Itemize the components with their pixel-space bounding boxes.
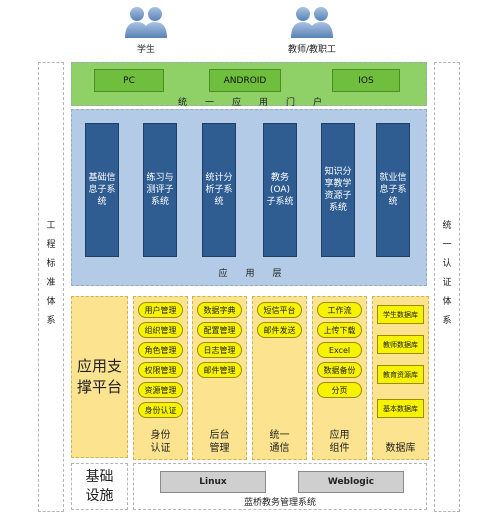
support-platform-label: 应用支撑平台 — [77, 357, 123, 396]
engineering-standard-panel: 工 程 标 准 体 系 — [38, 62, 64, 512]
subsystem-basic-info[interactable]: 基础信息子系统 — [85, 123, 119, 257]
basic-db-item[interactable]: 基本数据库 — [377, 399, 424, 418]
linux-button[interactable]: Linux — [160, 471, 266, 493]
left-char: 系 — [46, 316, 56, 326]
support-platform-panel: 应用支撑平台 — [71, 296, 128, 458]
workflow-item[interactable]: 工作流 — [317, 302, 362, 318]
upload-download-item[interactable]: 上传下载 — [317, 322, 362, 338]
excel-item[interactable]: Excel — [317, 342, 362, 358]
identity-auth-column: 用户管理 组织管理 角色管理 权限管理 资源管理 身份认证 身份认证 — [133, 296, 188, 460]
org-management-item[interactable]: 组织管理 — [138, 322, 183, 338]
left-char: 体 — [46, 297, 56, 307]
subsystem-practice-eval[interactable]: 练习与测评子系统 — [143, 123, 177, 257]
unified-comm-column: 短信平台 邮件发送 统一通信 — [252, 296, 307, 460]
weblogic-button[interactable]: Weblogic — [298, 471, 404, 493]
unified-comm-label: 统一通信 — [269, 430, 290, 454]
database-column: 学生数据库 教师数据库 教育资源库 基本数据库 数据库 — [372, 296, 429, 460]
right-char: 统 — [442, 221, 452, 231]
right-char: 一 — [442, 240, 452, 250]
permission-management-item[interactable]: 权限管理 — [138, 362, 183, 378]
subsystem-knowledge-share[interactable]: 知识分享教学资源子系统 — [321, 123, 355, 257]
database-label: 数据库 — [385, 443, 416, 454]
role-management-item[interactable]: 角色管理 — [138, 342, 183, 358]
app-components-column: 工作流 上传下载 Excel 数据备份 分页 应用组件 — [312, 296, 367, 460]
left-char: 准 — [46, 278, 56, 288]
left-char: 程 — [46, 240, 56, 250]
teacher-db-item[interactable]: 教师数据库 — [377, 335, 424, 354]
sms-platform-item[interactable]: 短信平台 — [257, 302, 302, 318]
mail-send-item[interactable]: 邮件发送 — [257, 322, 302, 338]
user-management-item[interactable]: 用户管理 — [138, 302, 183, 318]
subsystem-employment[interactable]: 就业信息子系统 — [376, 123, 410, 257]
subsystem-statistics[interactable]: 统计分析子系统 — [202, 123, 236, 257]
android-button[interactable]: ANDROID — [209, 69, 281, 92]
resource-management-item[interactable]: 资源管理 — [138, 382, 183, 398]
right-char: 系 — [442, 316, 452, 326]
mail-management-item[interactable]: 邮件管理 — [197, 362, 242, 378]
infra-label-panel: 基础设施 — [71, 463, 128, 510]
teacher-users-icon — [290, 5, 334, 39]
log-management-item[interactable]: 日志管理 — [197, 342, 242, 358]
student-label: 学生 — [136, 45, 155, 55]
app-components-label: 应用组件 — [329, 430, 350, 454]
left-char: 工 — [46, 221, 56, 231]
data-backup-item[interactable]: 数据备份 — [317, 362, 362, 378]
pc-button[interactable]: PC — [94, 69, 164, 92]
student-users-icon — [124, 5, 168, 39]
right-char: 体 — [442, 297, 452, 307]
application-layer-label: 应用层 — [218, 269, 300, 279]
portal-panel: PC ANDROID IOS 统一应用门户 — [71, 62, 427, 108]
identity-auth-label: 身份认证 — [150, 430, 171, 454]
left-char: 标 — [46, 259, 56, 269]
backend-management-label: 后台管理 — [209, 430, 230, 454]
pagination-item[interactable]: 分页 — [317, 382, 362, 398]
right-char: 认 — [442, 259, 452, 269]
config-management-item[interactable]: 配置管理 — [197, 322, 242, 338]
subsystem-academic-oa[interactable]: 教务(OA)子系统 — [263, 123, 297, 257]
student-db-item[interactable]: 学生数据库 — [377, 305, 424, 324]
backend-management-column: 数据字典 配置管理 日志管理 邮件管理 后台管理 — [192, 296, 247, 460]
data-dictionary-item[interactable]: 数据字典 — [197, 302, 242, 318]
application-layer: 基础信息子系统 练习与测评子系统 统计分析子系统 教务(OA)子系统 知识分享教… — [71, 109, 427, 286]
unified-auth-panel: 统 一 认 证 体 系 — [434, 62, 460, 512]
ios-button[interactable]: IOS — [332, 69, 400, 92]
portal-label: 统一应用门户 — [177, 98, 340, 108]
right-char: 证 — [442, 278, 452, 288]
edu-resource-db-item[interactable]: 教育资源库 — [377, 365, 424, 384]
infra-label: 基础设施 — [85, 468, 114, 504]
infra-system-panel: Linux Weblogic 蓝桥教务管理系统 — [133, 463, 427, 510]
identity-auth-item[interactable]: 身份认证 — [138, 402, 183, 418]
teacher-label: 教师/教职工 — [287, 45, 337, 55]
infra-system-label: 蓝桥教务管理系统 — [243, 498, 316, 508]
